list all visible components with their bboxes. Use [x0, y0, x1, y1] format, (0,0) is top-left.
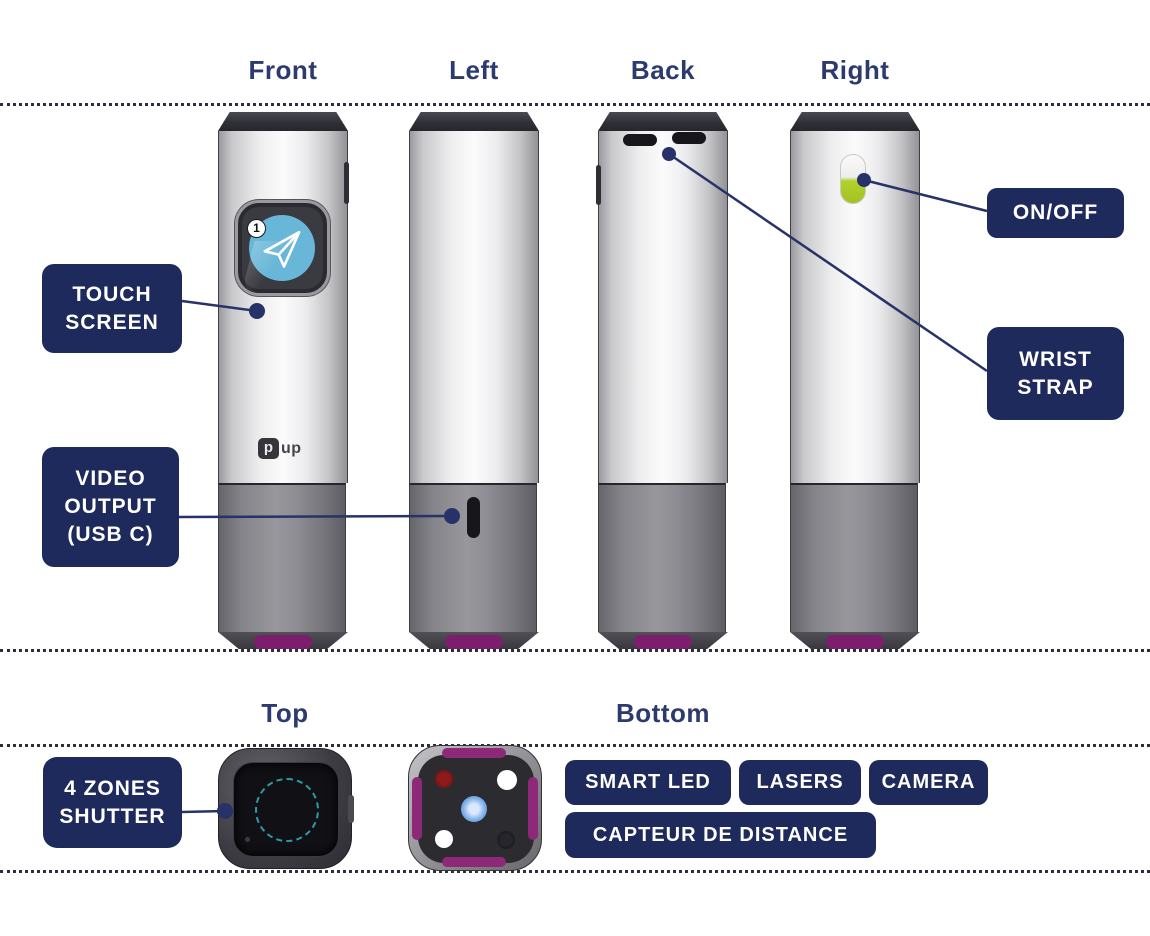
distance-sensor-dot — [497, 831, 515, 849]
projector-lens — [445, 635, 503, 649]
strap-slot-left — [623, 134, 657, 146]
callout-wrist-strap: WRIST STRAP — [987, 327, 1124, 420]
callout-touch-screen: TOUCH SCREEN — [42, 264, 182, 353]
device-grip — [218, 483, 346, 632]
shutter-zone-dashed-circle — [255, 778, 319, 842]
device-top-cap — [790, 112, 920, 131]
device-grip — [598, 483, 726, 632]
callout-distance-sensor: CAPTEUR DE DISTANCE — [565, 812, 876, 858]
smart-led-dot — [435, 770, 453, 788]
lens-strip-right — [528, 777, 538, 840]
callout-video-output: VIDEO OUTPUT (USB C) — [42, 447, 179, 567]
device-body — [598, 131, 728, 483]
device-grip — [790, 483, 918, 632]
side-button — [348, 795, 354, 823]
top-sensor-dot — [245, 837, 250, 842]
device-top-view — [218, 748, 354, 869]
device-right-view — [790, 112, 920, 649]
callout-four-zones-shutter: 4 ZONES SHUTTER — [43, 757, 182, 848]
device-foot — [409, 632, 539, 649]
separator-line-lower — [0, 744, 1150, 747]
device-foot — [218, 632, 348, 649]
laser-dot-2 — [435, 830, 453, 848]
view-label-left: Left — [449, 55, 499, 85]
lens-strip-left — [412, 777, 422, 840]
device-bottom-view — [408, 745, 542, 871]
callout-on-off: ON/OFF — [987, 188, 1124, 238]
lens-strip-top — [442, 748, 506, 758]
separator-line-middle — [0, 649, 1150, 652]
view-label-bottom: Bottom — [616, 698, 710, 728]
notification-badge: 1 — [247, 219, 266, 238]
separator-line-top — [0, 103, 1150, 106]
device-foot — [598, 632, 728, 649]
callout-smart-led: SMART LED — [565, 760, 731, 805]
side-button — [596, 165, 601, 205]
view-label-top: Top — [261, 698, 309, 728]
projector-lens — [254, 635, 312, 649]
device-back-view — [596, 112, 728, 649]
projector-lens — [826, 635, 884, 649]
callout-lasers: LASERS — [739, 760, 861, 805]
side-button — [344, 162, 349, 204]
screen-app-icon: 1 — [247, 215, 315, 281]
device-foot — [790, 632, 920, 649]
power-button — [840, 154, 866, 204]
paper-plane-icon — [263, 230, 301, 268]
device-body — [218, 131, 348, 483]
view-label-front: Front — [248, 55, 318, 85]
device-top-cap — [218, 112, 348, 131]
view-label-right: Right — [820, 55, 890, 85]
brand-logo-icon: p — [258, 438, 279, 459]
brand-logo: p up — [258, 438, 302, 459]
projector-lens — [634, 635, 692, 649]
touch-screen: 1 — [235, 200, 330, 296]
device-top-cap — [409, 112, 539, 131]
callout-camera: CAMERA — [869, 760, 988, 805]
usb-c-port — [467, 497, 480, 538]
lens-strip-bottom — [442, 857, 506, 867]
device-left-view — [409, 112, 539, 649]
strap-slot-right — [672, 132, 706, 144]
device-top-cap — [598, 112, 728, 131]
camera-dot — [461, 796, 487, 822]
view-label-back: Back — [630, 55, 696, 85]
laser-dot-1 — [497, 770, 517, 790]
device-body — [409, 131, 539, 483]
device-front-view: 1 p up — [218, 112, 349, 649]
separator-line-bottom — [0, 870, 1150, 873]
brand-logo-text: up — [281, 439, 302, 457]
